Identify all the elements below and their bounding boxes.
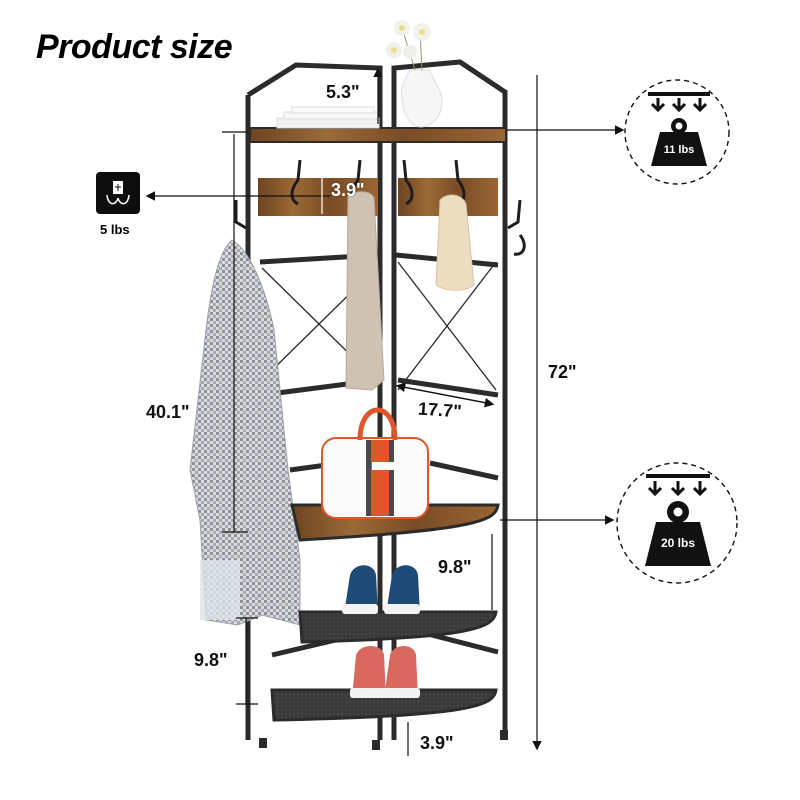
dimension-hang-length: 40.1": [146, 402, 190, 422]
dimension-shoe-shelf-gap: 9.8": [438, 557, 472, 577]
top-shelf: [249, 127, 507, 143]
shoes-pink: [350, 646, 420, 698]
middle-shelf-load-label: 20 lbs: [660, 536, 696, 550]
towel: [435, 194, 475, 291]
dimension-shelf-width: 17.7": [417, 398, 463, 422]
scarf: [345, 191, 385, 391]
coat: [189, 239, 301, 626]
shoe-shelf-lower: [270, 688, 498, 722]
shoe-shelf-upper: [298, 610, 498, 644]
hook-badge-icon: [96, 172, 140, 214]
handbag: [321, 407, 429, 519]
dimension-bottom-clearance: 3.9": [420, 733, 454, 753]
top-shelf-load-label: 11 lbs: [663, 144, 695, 156]
weight-badge-middle: [616, 462, 738, 584]
shoes-blue: [342, 565, 420, 614]
dimension-hook-board-height: 3.9": [331, 180, 365, 200]
vase: [401, 69, 443, 128]
dimension-total-height: 72": [548, 362, 577, 382]
weight-badge-top: [624, 79, 730, 185]
page-title: Product size: [36, 28, 233, 66]
hooks: [234, 159, 526, 256]
dimension-top-shelf-height: 5.3": [326, 82, 360, 102]
hook-load-label: 5 lbs: [100, 222, 130, 237]
flowers: [386, 20, 431, 71]
dimension-lower-gap: 9.8": [194, 650, 228, 670]
